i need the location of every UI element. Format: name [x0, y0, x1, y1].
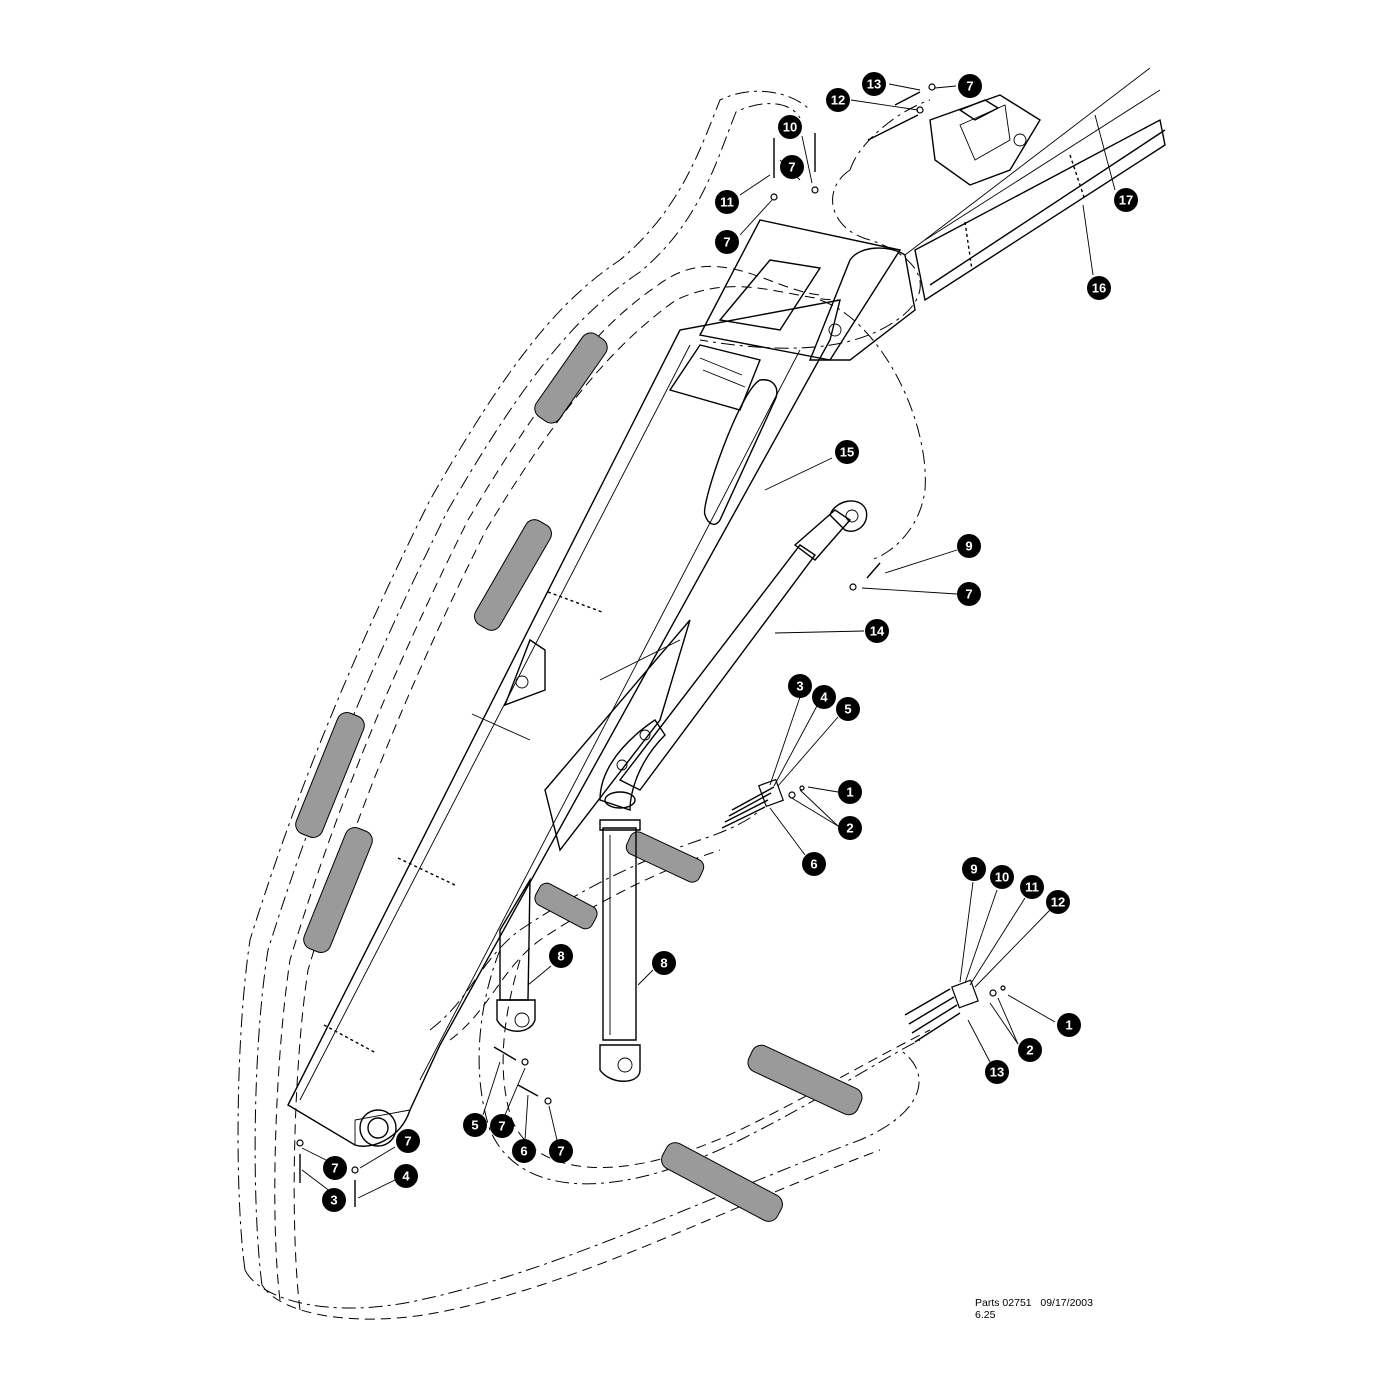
svg-text:14: 14 — [870, 624, 885, 639]
hose-routing — [237, 90, 931, 1320]
callout-7-bottom-a: 7 — [490, 1114, 514, 1138]
svg-text:12: 12 — [831, 93, 845, 108]
svg-text:7: 7 — [498, 1119, 505, 1134]
callout-8-right: 8 — [652, 951, 676, 975]
callout-7-mid: 7 — [957, 582, 981, 606]
callout-7-top-left: 7 — [715, 230, 739, 254]
svg-text:9: 9 — [965, 539, 972, 554]
svg-text:7: 7 — [557, 1144, 564, 1159]
arm-assembly — [287, 67, 1166, 1147]
callout-4-bottom: 4 — [394, 1164, 418, 1188]
cylinder-lower-a — [599, 791, 641, 1082]
callout-14: 14 — [865, 619, 889, 643]
callout-9-mid: 9 — [957, 534, 981, 558]
svg-text:3: 3 — [796, 679, 803, 694]
svg-text:17: 17 — [1119, 193, 1133, 208]
callout-10-lower: 10 — [990, 865, 1014, 889]
svg-text:7: 7 — [966, 79, 973, 94]
leader-lines — [301, 83, 1116, 1199]
svg-text:1: 1 — [846, 785, 853, 800]
callout-8-left: 8 — [549, 944, 573, 968]
callout-2-upper: 2 — [838, 816, 862, 840]
callout-3-bottom: 3 — [322, 1188, 346, 1212]
svg-text:15: 15 — [840, 445, 854, 460]
callout-1-lower: 1 — [1057, 1013, 1081, 1037]
callout-6-upper: 6 — [802, 852, 826, 876]
callout-12-lower: 12 — [1046, 890, 1070, 914]
svg-text:2: 2 — [846, 821, 853, 836]
callout-11-top: 11 — [715, 190, 739, 214]
callout-2-lower: 2 — [1018, 1038, 1042, 1062]
hose-sleeves — [295, 332, 863, 1222]
svg-text:10: 10 — [783, 120, 797, 135]
callout-7-top-right: 7 — [958, 74, 982, 98]
svg-text:3: 3 — [330, 1193, 337, 1208]
parts-number-date: Parts 02751 09/17/2003 — [975, 1297, 1093, 1309]
svg-text:4: 4 — [402, 1169, 410, 1184]
callout-13-lower: 13 — [985, 1060, 1009, 1084]
svg-text:11: 11 — [720, 195, 734, 210]
svg-text:5: 5 — [844, 702, 851, 717]
svg-text:13: 13 — [990, 1065, 1004, 1080]
callout-15: 15 — [835, 440, 859, 464]
callout-12-top: 12 — [826, 88, 850, 112]
svg-text:9: 9 — [970, 862, 977, 877]
weld-marks — [323, 591, 603, 1054]
callout-10-top: 10 — [778, 115, 802, 139]
svg-text:6: 6 — [810, 857, 817, 872]
svg-text:13: 13 — [867, 77, 881, 92]
callout-7-top-middle: 7 — [780, 155, 804, 179]
svg-text:8: 8 — [660, 956, 667, 971]
callout-11-lower: 11 — [1020, 875, 1044, 899]
svg-text:2: 2 — [1026, 1043, 1033, 1058]
svg-text:1: 1 — [1065, 1018, 1072, 1033]
callout-7-bottom-b: 7 — [549, 1139, 573, 1163]
callout-5-bottom: 5 — [463, 1113, 487, 1137]
svg-text:5: 5 — [471, 1118, 478, 1133]
callout-3-upper: 3 — [788, 674, 812, 698]
svg-text:12: 12 — [1051, 895, 1065, 910]
svg-text:11: 11 — [1025, 880, 1039, 895]
cylinder-lower-b — [496, 877, 536, 1032]
callout-7-pin-left: 7 — [323, 1156, 347, 1180]
svg-text:7: 7 — [723, 235, 730, 250]
callout-6-bottom: 6 — [512, 1139, 536, 1163]
svg-text:10: 10 — [995, 870, 1009, 885]
callout-7-pin-right: 7 — [396, 1129, 420, 1153]
callout-5-upper: 5 — [836, 697, 860, 721]
callout-9-lower: 9 — [962, 857, 986, 881]
callout-4-upper: 4 — [812, 685, 836, 709]
cylinder-upper — [599, 500, 868, 811]
callout-16: 16 — [1087, 276, 1111, 300]
svg-text:16: 16 — [1092, 281, 1106, 296]
svg-text:7: 7 — [404, 1134, 411, 1149]
callout-13-top: 13 — [862, 72, 886, 96]
svg-text:4: 4 — [820, 690, 828, 705]
page-number: 6.25 — [975, 1309, 996, 1321]
hardware-parts — [296, 83, 1006, 1207]
svg-text:7: 7 — [965, 587, 972, 602]
svg-text:6: 6 — [520, 1144, 527, 1159]
svg-text:7: 7 — [788, 160, 795, 175]
callout-1-upper: 1 — [838, 780, 862, 804]
parts-reference: Parts 02751 09/17/2003 6.25 — [975, 1297, 1093, 1321]
callout-17: 17 — [1114, 188, 1138, 212]
svg-text:8: 8 — [557, 949, 564, 964]
svg-text:7: 7 — [331, 1161, 338, 1176]
